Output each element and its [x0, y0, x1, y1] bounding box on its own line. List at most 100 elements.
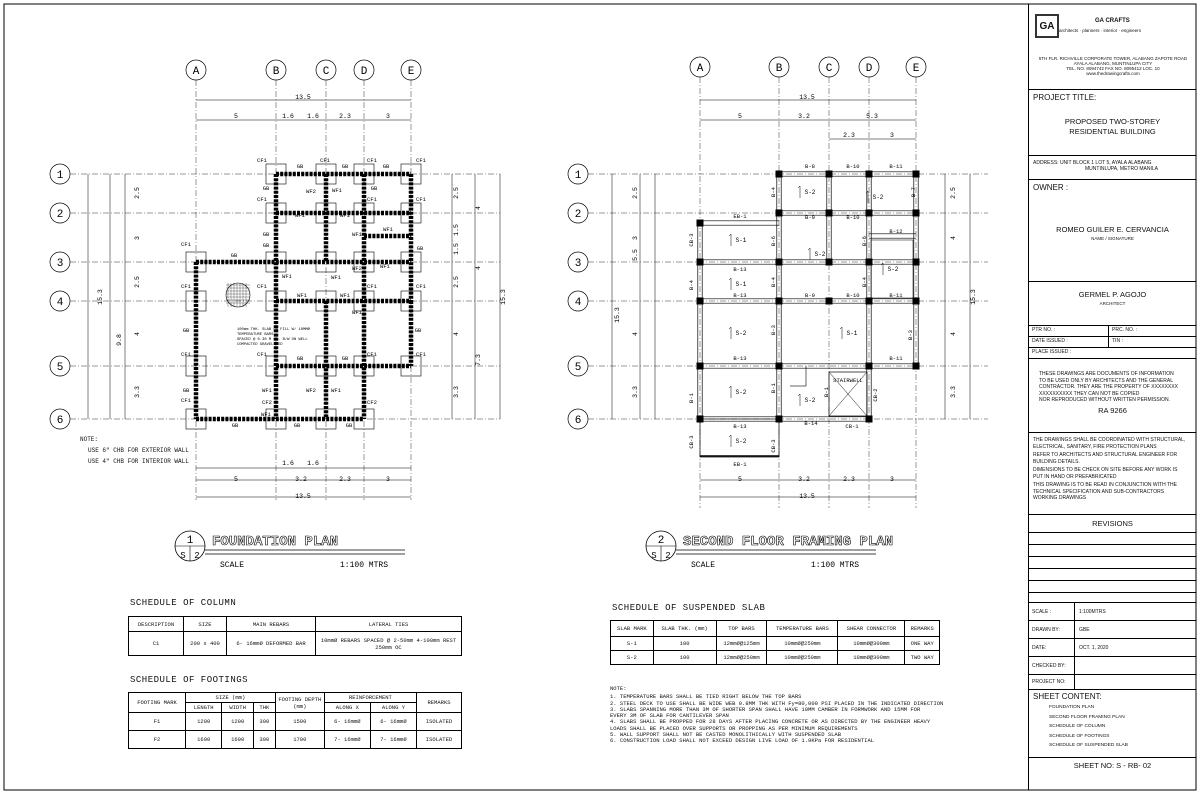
slab-cell: TWO WAY [904, 650, 940, 665]
slab-note-line: 6. CONSTRUCTION LOAD SHALL NOT EXCEED DE… [610, 737, 875, 745]
dim-right-span: 2.5 [453, 187, 460, 199]
slab-arrow-head [880, 262, 884, 266]
wf1-label: WF1 [297, 292, 308, 299]
grid-row-bubble-6-label: 6 [575, 415, 582, 427]
column-mark [775, 258, 783, 266]
footing-pad [315, 251, 337, 273]
dim-right-span: 2.5 [950, 187, 957, 199]
footing-pad [353, 163, 375, 185]
gen-note: DIMENSIONS TO BE CHECK ON SITE BEFORE AN… [1033, 467, 1178, 473]
dim-right-span: 3.3 [950, 386, 957, 398]
gb-label: GB [417, 245, 424, 252]
column-schedule-caption: SCHEDULE OF COLUMN [130, 598, 237, 608]
slab-note: TEMPERATURE BARS [237, 333, 274, 337]
footing-pad [185, 408, 207, 430]
cf2-label: CF2 [262, 399, 272, 406]
beam-label: B-10 [846, 214, 859, 221]
slab-note-line: 1. TEMPERATURE BARS SHALL BE TIED RIGHT … [610, 693, 802, 701]
column-mark [825, 209, 833, 217]
foundation-note: NOTE: USE 6" CHB FOR EXTERIOR WALL USE 4… [80, 434, 189, 467]
project-title-line: RESIDENTIAL BUILDING [1069, 127, 1156, 136]
slab-note-line: 2. STEEL DECK TO USE SHALL BE WIDE WEB 0… [610, 699, 944, 707]
ft-header: FOOTING MARK [128, 692, 186, 713]
cf1-label: CF1 [257, 351, 268, 358]
col-header: LATERAL TIES [315, 616, 462, 632]
footing-pad [185, 355, 207, 377]
cf1-label: CF1 [416, 283, 427, 290]
ft-cell: 1200 [184, 712, 223, 731]
footing-pad [265, 251, 287, 273]
slab-mark: S-2 [805, 189, 816, 196]
note-line: USE 4" CHB FOR INTERIOR WALL [88, 458, 189, 465]
owner-sub: NAME / SIGNATURE [1091, 236, 1134, 241]
dim-right-total: 15.3 [970, 289, 977, 305]
slab-cell: 10mmØ@250mm [766, 636, 839, 651]
column-mark [912, 170, 920, 178]
gb-label: GB [294, 422, 301, 429]
column-mark [865, 209, 873, 217]
project-address: ADDRESS: UNIT BLOCK 1 LOT 5, AYALA ALABA… [1033, 160, 1152, 166]
grid-row-bubble-3-label: 3 [575, 258, 582, 270]
beam-label: B-1 [688, 392, 695, 403]
gen-note: PUT IN HAND OR PREFABRICATED [1033, 473, 1117, 480]
wf2-label: WF2 [306, 387, 316, 394]
sheet-content-item: SECOND FLOOR FRAMING PLAN [1049, 714, 1125, 720]
firm-address: 5TH FLR. RICHVILLE CORPORATE TOWER, ALAB… [1031, 56, 1195, 76]
ft-cell: ISOLATED [416, 712, 462, 731]
slab-header: REMARKS [904, 620, 940, 637]
gb-label: GB [342, 163, 349, 170]
disclaimer-section: THESE DRAWINGS ARE DOCUMENTS OF INFORMAT… [1029, 359, 1196, 433]
footing-pad [400, 290, 422, 312]
beam-label: B-3 [907, 330, 914, 340]
col-cell: 200 x 400 [183, 631, 227, 656]
col-cell: 10mmØ REBARS SPACED @ 2-50mm 4-100mm RES… [315, 631, 462, 656]
footing-pad [265, 290, 287, 312]
slab-note: SPACED @ 0.30 M OC. B/W ON WELL [237, 337, 308, 342]
column-mark [775, 209, 783, 217]
wf1-label: WF1 [352, 231, 363, 238]
slab-arrow-head [728, 233, 732, 237]
gb-label: GB [297, 355, 304, 362]
dim-bottom-span: 2.3 [339, 476, 351, 483]
gen-note: WORKING DRAWINGS [1033, 495, 1087, 501]
grid-col-bubble-D-label: D [866, 63, 873, 75]
beam-label: B-9 [805, 292, 815, 299]
meta-value: OCT. 1, 2020 [1079, 644, 1109, 651]
grid-col-bubble-B-label: B [776, 63, 783, 75]
column-mark [775, 362, 783, 370]
dim-bottom-total: 13.5 [799, 493, 815, 500]
framing-scale-value: 1:100 MTRS [811, 561, 859, 570]
beam-label: B-11 [889, 163, 903, 170]
dim-right-mid: 7.3 [475, 354, 482, 366]
slab-arrow-head [865, 190, 869, 194]
firm-address-line: AYALA ALABANG, MUNTINLUPA CITY [1073, 61, 1153, 66]
meta-key: CHECKED BY: [1029, 657, 1075, 674]
firm-logo: GA [1035, 14, 1059, 38]
firm-address-line: www.thedrawingcrafts.com [1086, 71, 1140, 76]
footing-pad [265, 408, 287, 430]
general-notes-section: THE DRAWINGS SHALL BE COORDINATED WITH S… [1029, 433, 1196, 515]
meta-key: DRAWN BY: [1029, 621, 1075, 638]
slab-cell: 12mmØ@250mm [715, 650, 768, 665]
dim-bottom-span: 5 [234, 476, 238, 483]
dim-bottom-span: 5 [738, 476, 742, 483]
slab-note: COMPACTED GRAVEL BED [237, 343, 283, 347]
slab-arrow-head [728, 385, 732, 389]
slab-header: SLAB THK. (mm) [652, 620, 717, 637]
date-issued-field: DATE ISSUED : [1029, 337, 1109, 347]
ft-cell: 300 [252, 712, 276, 731]
grid-col-bubble-E-label: E [913, 63, 920, 75]
ptr-field: PTR NO. : [1029, 326, 1109, 336]
owner-label: OWNER : [1033, 183, 1069, 192]
gb-label: GB [232, 422, 239, 429]
footing-pad [353, 408, 375, 430]
ft-cell: 6- 16mmØ [369, 712, 418, 731]
dim-left-span: 2.5 [134, 187, 141, 199]
grid-row-bubble-6-label: 6 [57, 415, 64, 427]
slab-box [870, 239, 914, 299]
beam-label: EB-1 [733, 461, 747, 468]
footing-schedule-caption: SCHEDULE OF FOOTINGS [130, 675, 249, 685]
cf1-label: CF1 [257, 283, 268, 290]
revision-row [1029, 569, 1196, 581]
